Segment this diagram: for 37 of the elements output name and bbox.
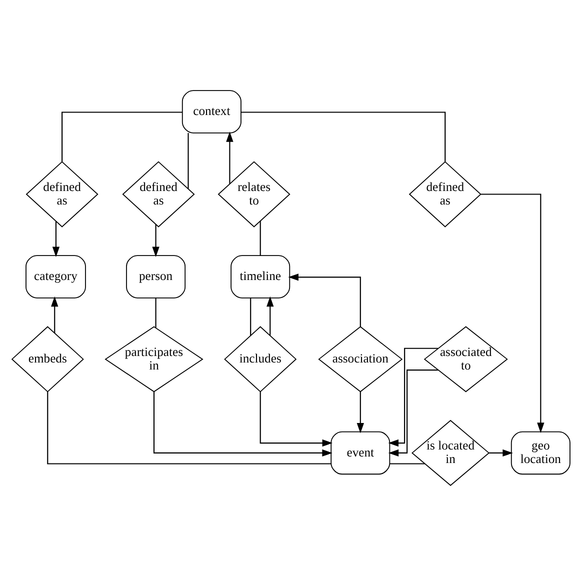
arrow: [266, 296, 274, 336]
node-diamond: defined as: [122, 161, 195, 228]
node-box: event: [330, 431, 390, 475]
connector: [188, 133, 189, 189]
connector: [260, 221, 261, 256]
arrow: [226, 132, 234, 184]
node-diamond: is located in: [411, 420, 490, 486]
arrow: [260, 392, 333, 447]
connector: [241, 112, 446, 162]
node-diamond: participates in: [104, 326, 204, 392]
node-box: geo location: [510, 431, 570, 475]
arrow: [288, 274, 361, 327]
arrow: [51, 296, 58, 334]
node-diamond: association: [318, 326, 403, 392]
connector: [62, 112, 182, 162]
node-diamond: associated to: [424, 326, 508, 392]
arrow: [152, 224, 160, 258]
arrow: [388, 369, 438, 457]
node-box: timeline: [230, 255, 290, 298]
node-diamond: includes: [224, 326, 297, 392]
connector: [390, 463, 425, 464]
arrow: [480, 194, 544, 433]
arrow: [52, 221, 60, 258]
connector: [155, 298, 156, 328]
arrow: [489, 449, 513, 457]
arrow: [153, 392, 332, 457]
connector: [250, 298, 252, 336]
arrow: [356, 392, 364, 434]
node-box: person: [126, 255, 186, 298]
node-diamond: embeds: [11, 326, 84, 392]
arrow: [388, 348, 438, 447]
node-diamond: defined as: [26, 161, 98, 228]
node-diamond: defined as: [408, 161, 482, 228]
node-box: context: [182, 90, 242, 134]
connector: [47, 392, 331, 464]
node-box: category: [26, 255, 86, 298]
node-diamond: relates to: [218, 161, 290, 228]
